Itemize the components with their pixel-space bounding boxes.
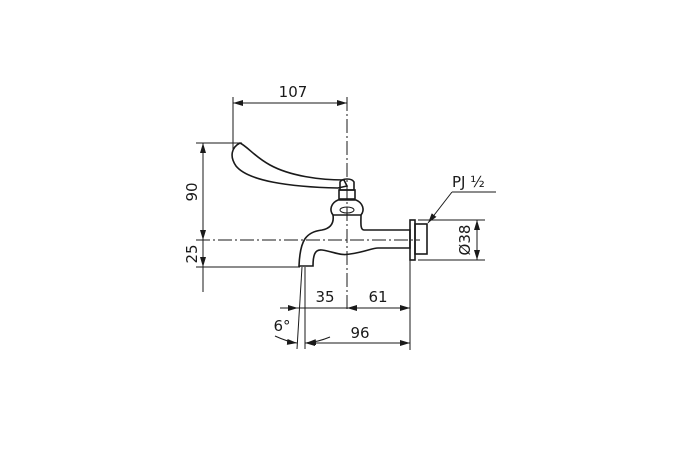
dimension-vertical: 90 25	[183, 142, 300, 292]
dimension-107: 107	[232, 83, 347, 150]
dim-61-label: 61	[368, 288, 387, 306]
faucet-outline	[231, 142, 428, 267]
stem	[338, 189, 356, 200]
dim-90-label: 90	[183, 182, 201, 201]
threaded-nut	[414, 223, 428, 255]
bonnet-detail	[339, 206, 355, 214]
dimension-35-61: 35 61	[280, 260, 411, 350]
thread-label: PJ ½	[452, 173, 485, 191]
dim-diameter-label: Ø38	[456, 225, 474, 256]
lever-handle	[231, 142, 349, 189]
dimension-96: 96 6°	[273, 266, 410, 350]
dim-96-label: 96	[350, 324, 369, 342]
dim-107-label: 107	[279, 83, 308, 101]
dim-25-label: 25	[183, 244, 201, 263]
spout-body	[298, 214, 411, 267]
dimension-diameter: Ø38	[418, 219, 485, 261]
handle-cap	[339, 178, 355, 191]
dim-35-label: 35	[315, 288, 334, 306]
thread-callout: PJ ½	[427, 173, 496, 224]
dim-6deg-label: 6°	[273, 317, 290, 335]
bonnet	[330, 199, 364, 216]
